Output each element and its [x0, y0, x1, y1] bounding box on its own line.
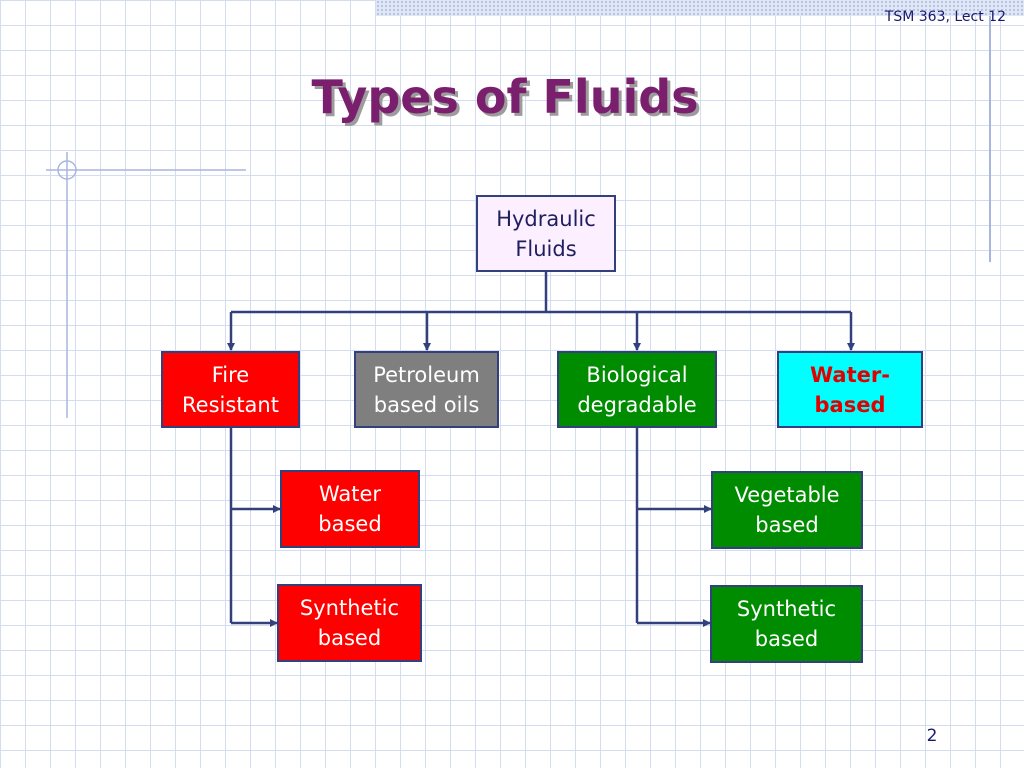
node-label-line1: Fire	[211, 362, 250, 387]
node-label-line2: based	[755, 513, 819, 537]
synthetic-based-red-node: Synthetic based	[277, 584, 422, 662]
petroleum-based-oils-node: Petroleum based oils	[354, 351, 499, 428]
node-label-line1: Vegetable	[734, 483, 840, 507]
hydraulic-fluids-node: Hydraulic Fluids	[476, 195, 616, 272]
node-label-line2: based	[318, 512, 382, 536]
page-number: 2	[926, 726, 938, 746]
node-label-line1: Biological	[586, 362, 688, 387]
node-label-line2: based	[814, 392, 886, 417]
node-label-line1: Water	[318, 482, 382, 506]
water-based-node: Water- based	[777, 351, 923, 428]
node-label-line1: Synthetic	[299, 596, 400, 620]
node-label-line2: based	[754, 627, 819, 651]
node-label-line2: Fluids	[515, 236, 577, 261]
node-label-line2: based	[317, 626, 382, 650]
biological-degradable-node: Biological degradable	[557, 351, 717, 428]
fire-resistant-node: Fire Resistant	[161, 351, 300, 428]
header-band	[376, 0, 1024, 16]
node-label-line1: Water-	[810, 362, 890, 387]
synthetic-based-green-node: Synthetic based	[710, 585, 863, 663]
water-based-child-node: Water based	[280, 470, 420, 548]
course-label: TSM 363, Lect 12	[884, 9, 1006, 25]
node-label-line2: Resistant	[182, 392, 279, 417]
node-label-line2: degradable	[577, 392, 697, 417]
node-label-line1: Hydraulic	[496, 206, 596, 231]
node-label-line1: Petroleum	[373, 362, 480, 387]
vegetable-based-node: Vegetable based	[711, 471, 863, 549]
node-label-line2: based oils	[373, 392, 480, 417]
slide-title: Types of Fluids	[311, 70, 699, 124]
node-label-line1: Synthetic	[736, 597, 837, 621]
